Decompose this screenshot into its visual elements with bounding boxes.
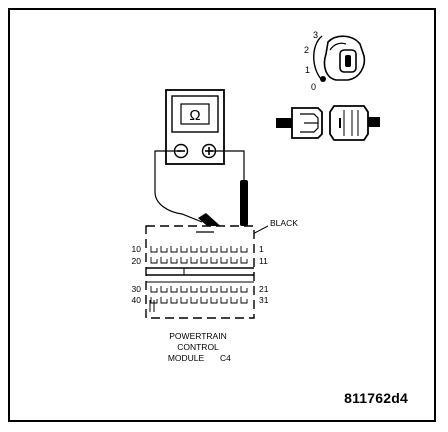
key-position-3: 3 <box>313 30 318 40</box>
pin-label-21: 21 <box>259 284 269 294</box>
connector-cavity <box>210 257 218 264</box>
connector-cavity <box>160 257 168 264</box>
connector-cavity <box>150 297 158 304</box>
connector-cavity <box>200 257 208 264</box>
connector-cavity <box>230 257 238 264</box>
connector-cavity <box>200 246 208 253</box>
module-title-line2: CONTROL <box>177 342 219 352</box>
module-title-line1: POWERTRAIN <box>169 331 226 341</box>
connector-cavity <box>160 246 168 253</box>
ohmmeter-icon: Ω <box>165 89 225 165</box>
meter-ohm-symbol: Ω <box>189 107 200 124</box>
connector-cavity <box>190 257 198 264</box>
module-title-line3: MODULE <box>168 353 205 363</box>
pin-label-1: 1 <box>259 244 264 254</box>
connector-cavity <box>180 257 188 264</box>
connector-cavity <box>220 246 228 253</box>
connector-cavity <box>210 286 218 293</box>
connector-pin-grid <box>150 246 248 304</box>
connector-cavity <box>190 286 198 293</box>
module-title-suffix: C4 <box>220 353 231 363</box>
pcm-connector <box>145 225 255 319</box>
connector-cavity <box>240 286 248 293</box>
pin-label-20: 20 <box>132 256 142 266</box>
connector-cavity <box>150 257 158 264</box>
connector-cavity <box>230 246 238 253</box>
connector-cavity <box>170 257 178 264</box>
connector-disconnected-icon <box>276 105 380 141</box>
connector-cavity <box>150 286 158 293</box>
connector-cavity <box>160 297 168 304</box>
connector-cavity <box>170 246 178 253</box>
connector-cavity <box>180 297 188 304</box>
connector-cavity <box>160 286 168 293</box>
connector-cavity <box>210 297 218 304</box>
connector-cavity <box>220 286 228 293</box>
connector-cavity <box>180 286 188 293</box>
connector-cavity <box>240 297 248 304</box>
figure-frame <box>8 8 436 422</box>
figure-id: 811762d4 <box>344 390 408 406</box>
test-leads <box>154 150 245 223</box>
key-position-0: 0 <box>311 82 316 92</box>
ignition-key-switch-icon: 3 2 1 0 <box>304 30 366 92</box>
pin-label-40: 40 <box>132 295 142 305</box>
connector-cavity <box>230 286 238 293</box>
connector-cavity <box>170 297 178 304</box>
connector-cavity <box>170 286 178 293</box>
connector-cavity <box>220 257 228 264</box>
connector-cavity <box>180 246 188 253</box>
connector-cavity <box>230 297 238 304</box>
connector-cavity <box>190 246 198 253</box>
connector-cavity <box>240 246 248 253</box>
connector-cavity <box>150 246 158 253</box>
connector-cavity <box>210 246 218 253</box>
pin-label-30: 30 <box>132 284 142 294</box>
connector-cavity <box>200 286 208 293</box>
key-position-1: 1 <box>305 65 310 75</box>
key-position-2: 2 <box>304 45 309 55</box>
connector-cavity <box>240 257 248 264</box>
pin-label-31: 31 <box>259 295 269 305</box>
connector-cavity <box>220 297 228 304</box>
black-probe-label: BLACK <box>270 218 298 228</box>
connector-cavity <box>190 297 198 304</box>
pin-label-11: 11 <box>259 256 268 266</box>
connector-cavity <box>200 297 208 304</box>
pin-label-10: 10 <box>132 244 142 254</box>
